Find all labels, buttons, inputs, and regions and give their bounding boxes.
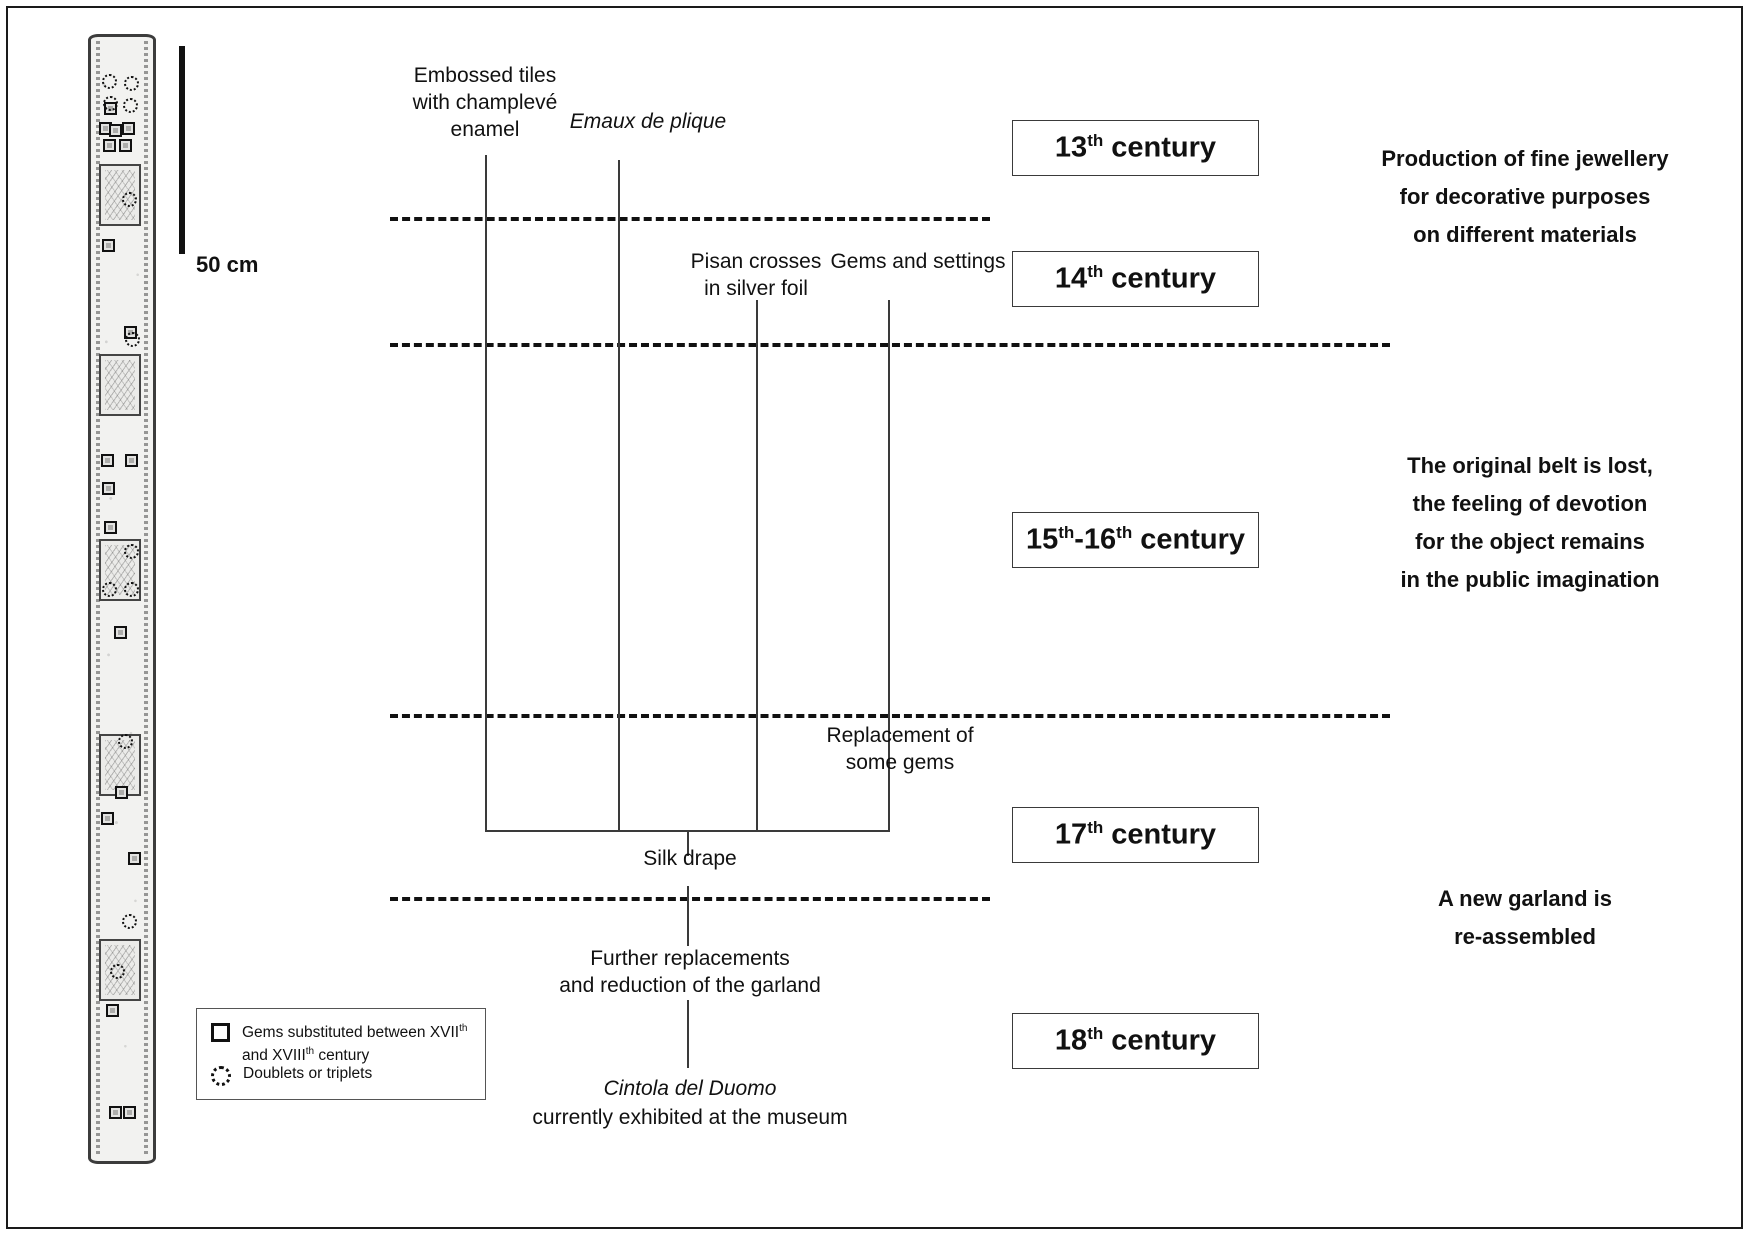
legend-item-doublets: Doublets or triplets: [211, 1064, 372, 1086]
century-box-13: 13th century: [1012, 120, 1259, 176]
gem-square-marker: [99, 122, 112, 135]
belt-edge-left: [96, 41, 100, 1157]
doublet-marker: [118, 734, 133, 749]
century-box-15-16: 15th-16th century: [1012, 512, 1259, 568]
scale-bar: [179, 46, 185, 254]
label-embossed-tiles: Embossed tiles with champlevé enamel: [412, 64, 558, 141]
doublet-marker: [124, 544, 139, 559]
scale-bar-label: 50 cm: [196, 252, 259, 277]
gem-square-marker: [104, 521, 117, 534]
label-silk-drape: Silk drape: [643, 847, 737, 870]
timeline-stem-to-cintola: [687, 1000, 689, 1068]
gem-square-marker: [125, 454, 138, 467]
label-cintola-del-duomo: Cintola del Duomo: [603, 1077, 777, 1100]
note-production: Production of fine jewellery for decorat…: [1381, 146, 1669, 247]
century-box-17-label: 17th century: [1054, 818, 1217, 851]
century-box-13-label: 13th century: [1054, 131, 1217, 164]
note-belt-lost: The original belt is lost, the feeling o…: [1400, 453, 1660, 592]
doublet-marker: [124, 582, 139, 597]
timeline-line-embossed-tiles: [485, 155, 487, 831]
era-divider-16-17: [390, 714, 1390, 718]
belt-panel: [99, 354, 141, 416]
gem-square-marker: [102, 239, 115, 252]
doublet-marker: [123, 98, 138, 113]
gem-square-marker: [123, 1106, 136, 1119]
doublet-marker: [103, 96, 118, 111]
label-emaux-de-plique: Emaux de plique: [569, 110, 727, 133]
doublet-marker: [110, 964, 125, 979]
belt-edge-right: [144, 41, 148, 1157]
gem-square-marker: [102, 482, 115, 495]
timeline-stem-to-further-replacements: [687, 886, 689, 946]
gem-square-marker: [109, 1106, 122, 1119]
square-outline-icon: [211, 1023, 230, 1042]
gem-square-marker: [115, 786, 128, 799]
timeline-line-pisan-crosses: [756, 300, 758, 831]
label-cintola-subtitle: currently exhibited at the museum: [532, 1106, 848, 1129]
timeline-stem-to-silk-drape: [687, 830, 689, 856]
doublet-marker: [102, 582, 117, 597]
century-box-17: 17th century: [1012, 807, 1259, 863]
gem-square-marker: [101, 454, 114, 467]
doublet-marker: [125, 332, 140, 347]
era-divider-17-18: [390, 897, 990, 901]
gem-square-marker: [109, 124, 122, 137]
century-box-18: 18th century: [1012, 1013, 1259, 1069]
gem-square-marker: [122, 122, 135, 135]
century-box-18-label: 18th century: [1054, 1024, 1217, 1057]
belt-panel: [99, 734, 141, 796]
century-box-14: 14th century: [1012, 251, 1259, 307]
gem-square-marker: [106, 1004, 119, 1017]
note-new-garland: A new garland is re-assembled: [1437, 886, 1612, 949]
label-replacement-some-gems: Replacement of some gems: [826, 724, 974, 774]
timeline-line-emaux: [618, 160, 620, 831]
belt-illustration: [88, 34, 156, 1164]
doublet-marker: [122, 914, 137, 929]
doublet-marker: [102, 74, 117, 89]
gem-square-marker: [101, 812, 114, 825]
century-box-15-16-label: 15th-16th century: [1025, 523, 1246, 556]
legend-item-doublets-label: Doublets or triplets: [243, 1065, 373, 1082]
figure-border: [6, 6, 1743, 1229]
label-pisan-crosses: Pisan crosses in silver foil: [690, 250, 822, 300]
era-divider-14-15: [390, 343, 1390, 347]
doublet-marker: [122, 192, 137, 207]
gem-square-marker: [128, 852, 141, 865]
gem-square-marker: [103, 139, 116, 152]
era-divider-13-14: [390, 217, 990, 221]
gem-square-marker: [114, 626, 127, 639]
timeline-line-gems-settings: [888, 300, 890, 831]
label-gems-and-settings: Gems and settings: [830, 250, 1006, 273]
doublet-marker: [124, 76, 139, 91]
dotted-circle-icon: [211, 1066, 231, 1086]
label-further-replacements: Further replacements and reduction of th…: [559, 947, 821, 997]
gem-square-marker: [119, 139, 132, 152]
century-box-14-label: 14th century: [1054, 262, 1217, 295]
